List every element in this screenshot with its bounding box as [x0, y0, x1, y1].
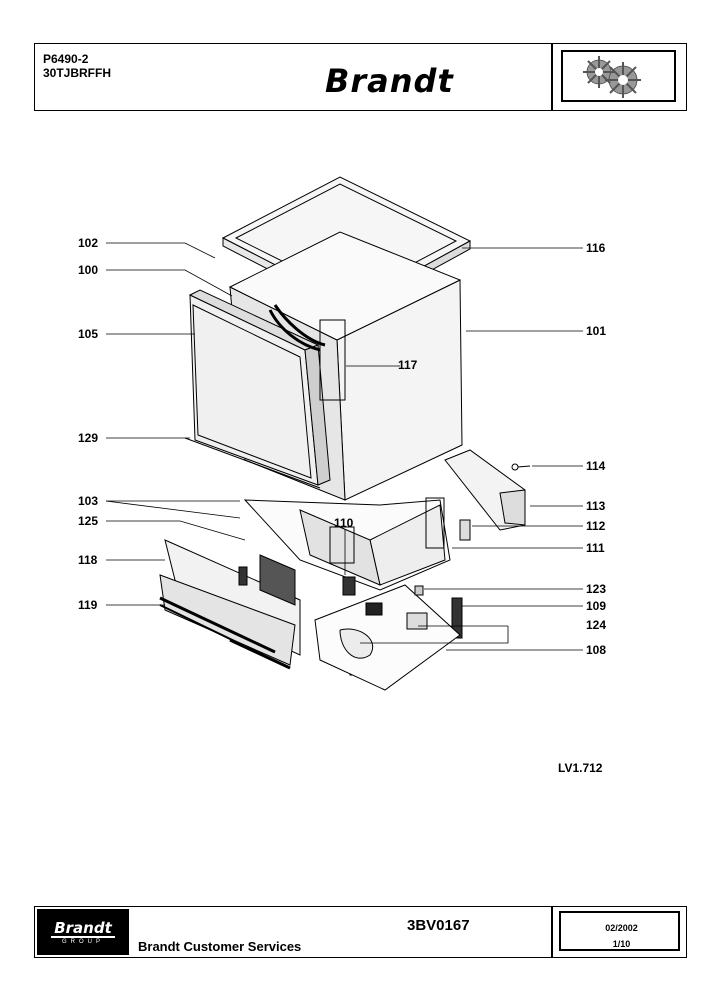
date-page-frame: 02/2002 1/10 [559, 911, 680, 951]
gear-logo-frame [561, 50, 676, 102]
date-page-box: 02/2002 1/10 [551, 907, 686, 957]
callout-label: 109 [586, 599, 607, 613]
document-code: 3BV0167 [407, 917, 470, 934]
callout-label: 111 [586, 541, 605, 555]
callout-label: 100 [78, 263, 99, 277]
model-code: P6490-2 [43, 52, 89, 66]
callout-label: 112 [586, 519, 606, 533]
gears-icon [583, 56, 641, 98]
callout-label: 101 [586, 324, 607, 338]
base-plate [314, 584, 461, 691]
drawing-reference: LV1.712 [558, 761, 603, 775]
callout-label: 108 [586, 643, 607, 657]
customer-services-label: Brandt Customer Services [138, 939, 302, 954]
callout-label: 110 [334, 516, 354, 530]
model-block: P6490-2 30TJBRFFH [43, 52, 111, 80]
callout-label: 114 [586, 459, 606, 473]
callout-label: 129 [78, 431, 99, 445]
callout-label: 116 [586, 241, 606, 255]
footer-box: Brandt GROUP Brandt Customer Services 3B… [34, 906, 687, 958]
callout-label: 119 [78, 598, 98, 612]
brand-logo: Brandt [325, 62, 454, 100]
page-number: 1/10 [612, 939, 631, 949]
model-ref: 30TJBRFFH [43, 66, 112, 80]
callout-label: 105 [78, 327, 99, 341]
callout-label: 103 [78, 494, 99, 508]
header-box: P6490-2 30TJBRFFH Brandt [34, 43, 687, 111]
callout-label: 102 [78, 236, 99, 250]
callout-label: 123 [586, 582, 607, 596]
footer-brand-group: GROUP [61, 939, 104, 945]
gear-logo-box [551, 44, 686, 110]
control-board [259, 554, 296, 606]
callout-label: 117 [398, 358, 418, 372]
footer-brand-name: Brandt [54, 919, 112, 937]
callout-label: 118 [78, 553, 98, 567]
callout-label: 125 [78, 514, 99, 528]
footer-brand-logo: Brandt GROUP [37, 909, 129, 955]
callout-label: 124 [586, 618, 607, 632]
document-date: 02/2002 [605, 923, 638, 933]
exploded-parts-diagram [105, 176, 583, 691]
logo-swoosh [51, 936, 115, 938]
callout-label: 113 [586, 499, 606, 513]
